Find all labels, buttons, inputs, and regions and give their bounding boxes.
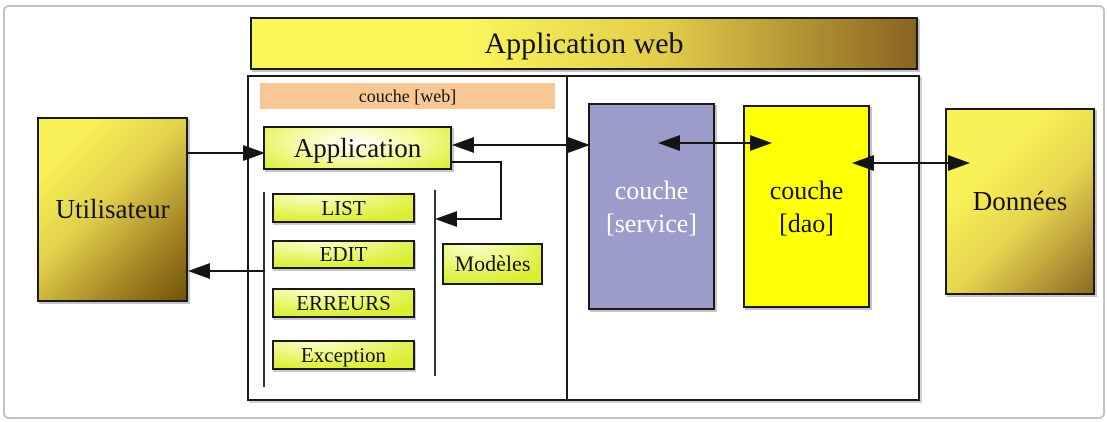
arrow-service-dao-head-left xyxy=(658,135,680,151)
elbow-application-top-segment xyxy=(452,161,502,163)
view-box-erreurs: ERREURS xyxy=(272,288,415,318)
view-label-exception: Exception xyxy=(300,342,387,367)
arrow-utilisateur-to-application-line xyxy=(188,152,245,154)
arrow-dao-donnees-head-left xyxy=(852,155,874,171)
couche-dao-line2: [dao] xyxy=(779,208,834,238)
arrow-application-service-head-left xyxy=(452,137,474,153)
utilisateur-label: Utilisateur xyxy=(55,194,170,224)
arrow-dao-donnees-head-right xyxy=(948,155,970,171)
elbow-application-bottom-segment xyxy=(455,218,502,220)
arrow-web-to-utilisateur-line xyxy=(208,270,265,272)
container-divider-line xyxy=(566,75,568,401)
view-label-list: LIST xyxy=(321,195,366,220)
couche-service-line2: [service] xyxy=(606,208,697,238)
banner-application-web: Application web xyxy=(250,17,918,70)
utilisateur-box: Utilisateur xyxy=(37,117,188,302)
couche-service-box: couche [service] xyxy=(588,103,715,310)
couche-dao-box: couche [dao] xyxy=(743,105,870,308)
couche-service-line1: couche xyxy=(614,175,689,205)
arrow-application-service-line xyxy=(470,144,572,146)
modeles-box: Modèles xyxy=(442,243,543,285)
couche-web-label: couche [web] xyxy=(358,85,457,106)
arrow-service-dao-line xyxy=(676,142,754,144)
donnees-box: Données xyxy=(945,108,1095,295)
application-box: Application xyxy=(263,126,452,170)
arrow-dao-donnees-line xyxy=(870,162,952,164)
application-label: Application xyxy=(293,132,422,163)
couche-web-label-bar: couche [web] xyxy=(260,83,555,109)
view-label-edit: EDIT xyxy=(319,242,368,266)
arrow-web-to-utilisateur-head xyxy=(188,263,210,279)
elbow-application-arrow-head xyxy=(435,211,457,227)
views-bracket-right-line xyxy=(434,190,436,376)
view-box-list: LIST xyxy=(272,193,415,223)
view-box-edit: EDIT xyxy=(272,240,415,269)
couche-dao-line1: couche xyxy=(769,175,844,205)
views-bracket-left-line xyxy=(263,192,265,387)
banner-title: Application web xyxy=(484,26,684,60)
couche-service-label: couche [service] xyxy=(606,174,697,240)
view-box-exception: Exception xyxy=(272,340,415,370)
arrow-utilisateur-to-application-head xyxy=(243,145,265,161)
donnees-label: Données xyxy=(972,186,1068,216)
arrow-service-dao-head-right xyxy=(750,135,772,151)
elbow-application-vertical-segment xyxy=(500,161,502,220)
modeles-label: Modèles xyxy=(454,251,531,276)
arrow-application-service-head-right xyxy=(568,137,590,153)
view-label-erreurs: ERREURS xyxy=(296,290,391,315)
couche-dao-label: couche [dao] xyxy=(770,174,844,240)
